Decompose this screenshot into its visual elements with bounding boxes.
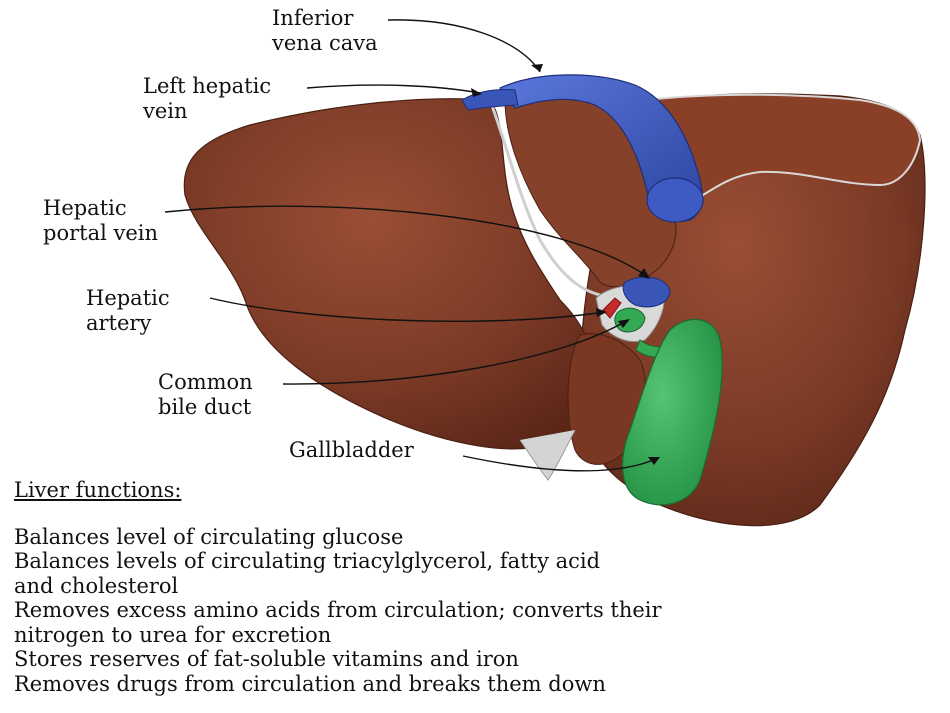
label-left-hepatic-vein: Left hepatic vein (143, 74, 271, 124)
list-item: Removes excess amino acids from circulat… (14, 598, 662, 622)
label-left-hepatic-vein-line2: vein (143, 99, 188, 123)
gallbladder-organ (621, 318, 723, 506)
leader-inferior-vena-cava (387, 19, 541, 73)
label-gallbladder-line1: Gallbladder (289, 438, 414, 462)
arrow-hepatic-artery (596, 308, 607, 317)
label-inferior-vena-cava: Inferior vena cava (272, 6, 378, 56)
label-hepatic-portal-vein-line2: portal vein (43, 221, 159, 245)
list-item: Balances levels of circulating triacylgl… (14, 549, 601, 573)
leader-gallbladder (462, 455, 659, 472)
liver-functions-list: Balances level of circulating glucose Ba… (14, 525, 934, 697)
label-common-bile-duct: Common bile duct (158, 370, 253, 420)
leader-left-hepatic-vein (306, 84, 481, 94)
arrow-left-hepatic-vein (471, 88, 482, 97)
label-gallbladder: Gallbladder (289, 438, 414, 463)
list-item: Removes drugs from circulation and break… (14, 671, 606, 696)
leader-lines (164, 19, 659, 472)
label-hepatic-portal-vein-line1: Hepatic (43, 196, 127, 220)
liver-functions-section: Liver functions: Balances level of circu… (14, 478, 934, 696)
list-item: nitrogen to urea for excretion (14, 622, 332, 647)
label-inferior-vena-cava-line2: vena cava (272, 31, 378, 55)
list-item: Stores reserves of fat-soluble vitamins … (14, 647, 519, 671)
inferior-vena-cava-vessel (499, 74, 703, 222)
label-common-bile-duct-line2: bile duct (158, 395, 252, 419)
arrow-hepatic-portal-vein (638, 268, 650, 279)
label-hepatic-artery-line1: Hepatic (86, 286, 170, 310)
round-ligament (519, 429, 576, 481)
label-hepatic-artery-line2: artery (86, 311, 152, 335)
label-left-hepatic-vein-line1: Left hepatic (143, 74, 272, 98)
leader-arrowheads (471, 64, 660, 465)
liver-functions-heading: Liver functions: (14, 478, 182, 502)
label-common-bile-duct-line1: Common (158, 370, 253, 394)
ligament-line (488, 99, 601, 297)
list-item: Balances level of circulating glucose (14, 524, 404, 549)
leader-hepatic-portal-vein (164, 205, 649, 278)
leader-hepatic-artery (209, 297, 606, 322)
hepatic-portal-vein-vessel (622, 276, 671, 308)
arrow-gallbladder (648, 457, 660, 465)
liver-left-lobe (183, 98, 597, 450)
label-inferior-vena-cava-line1: Inferior (272, 6, 354, 30)
ivc-opening (646, 177, 704, 223)
list-item: and cholesterol (14, 573, 179, 598)
leader-common-bile-duct (282, 319, 629, 385)
label-hepatic-artery: Hepatic artery (86, 286, 170, 336)
arrow-inferior-vena-cava (531, 64, 543, 72)
label-hepatic-portal-vein: Hepatic portal vein (43, 196, 158, 246)
arrow-common-bile-duct (618, 319, 630, 328)
hepatic-artery-vessel (602, 297, 622, 319)
